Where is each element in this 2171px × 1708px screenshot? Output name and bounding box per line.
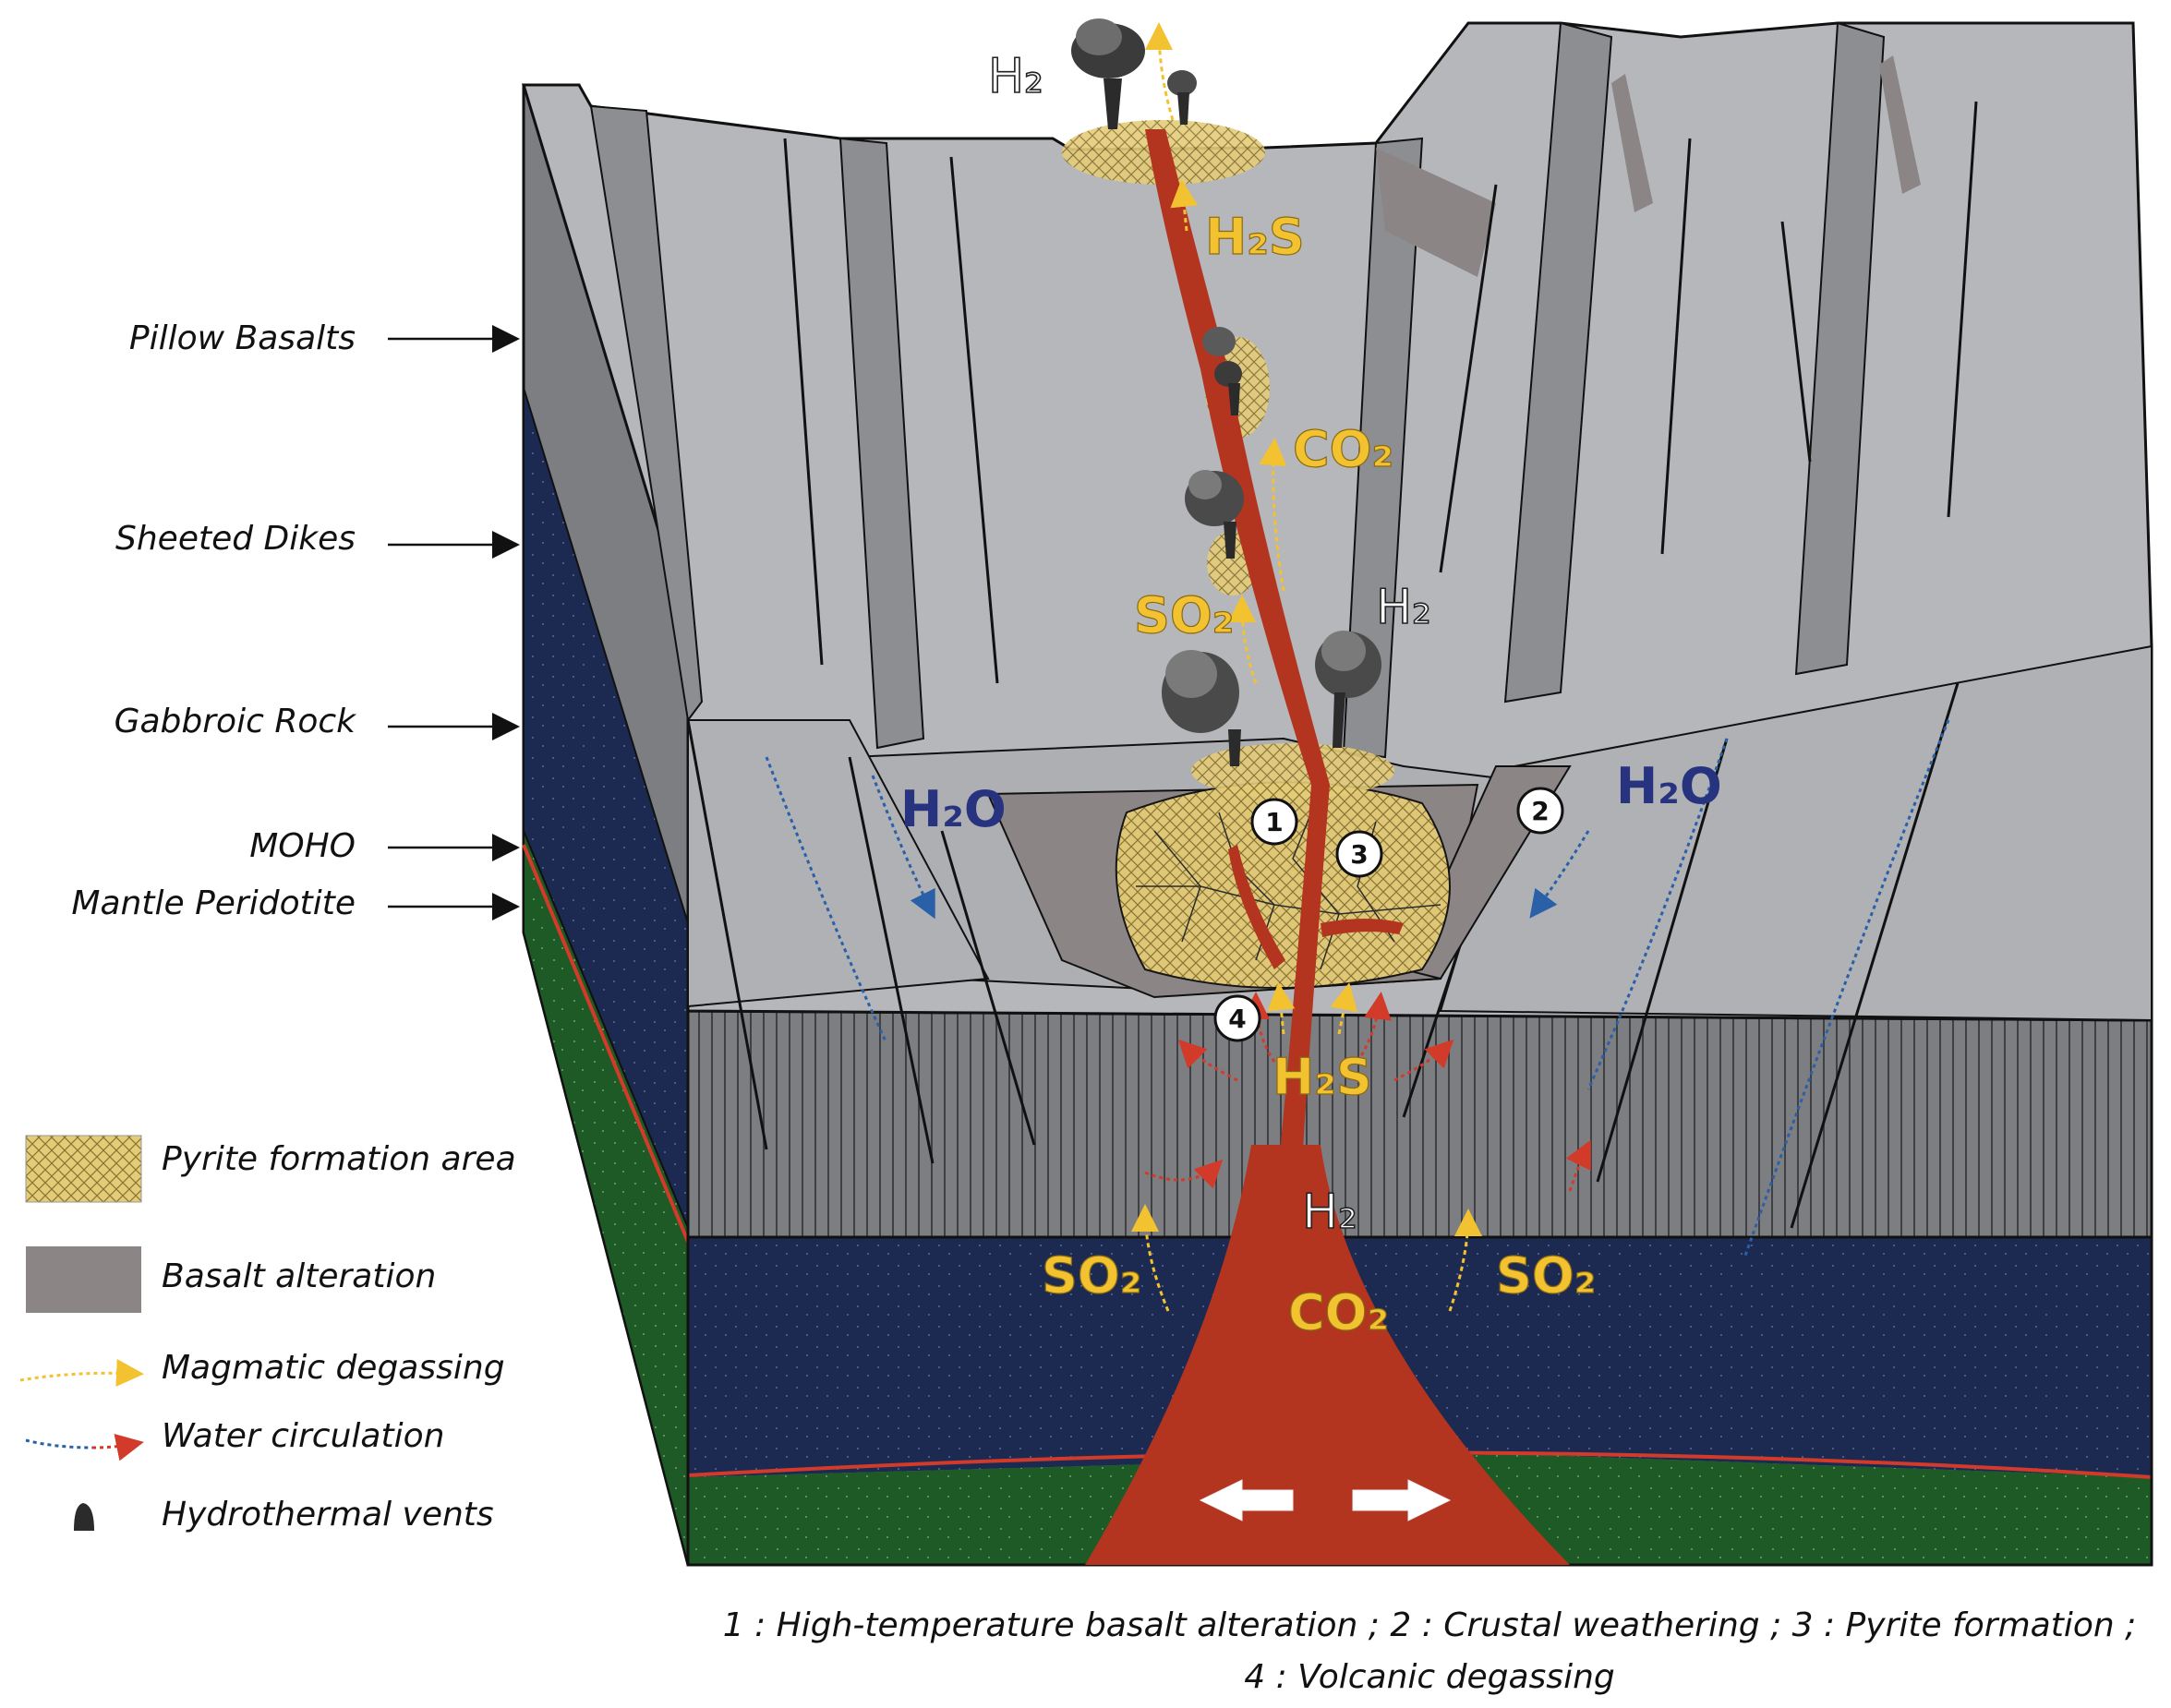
legend-swatch-water-blue xyxy=(25,1438,93,1449)
gas-label-h2s-upper: H₂S xyxy=(1205,208,1305,266)
caption-line-1: 1 : High-temperature basalt alteration ;… xyxy=(723,1606,2137,1644)
gas-label-so2-right: SO₂ xyxy=(1496,1246,1596,1305)
marker-4: 4 xyxy=(1213,994,1261,1042)
gas-labels: H₂ H₂S CO₂ SO₂ H₂ H₂O H₂O H₂S H₂ SO₂ CO₂… xyxy=(900,48,1722,1341)
water-return-arrows xyxy=(1144,992,1591,1192)
svg-text:2: 2 xyxy=(1531,796,1549,826)
legend-swatch-basalt-alteration xyxy=(26,1246,141,1313)
svg-text:1: 1 xyxy=(1265,807,1283,837)
hydrothermal-vents xyxy=(1071,18,1381,766)
gas-label-h2s-lower: H₂S xyxy=(1272,1048,1372,1106)
marker-2: 2 xyxy=(1516,787,1564,835)
water-circulation-arrows xyxy=(765,719,1950,1257)
label-mantle-peridotite: Mantle Peridotite xyxy=(71,884,356,922)
gabbro-front xyxy=(688,1237,2152,1477)
spreading-arrow-left xyxy=(1199,1479,1294,1522)
legend-swatch-magmatic-degassing xyxy=(19,1358,144,1387)
magma-conduit xyxy=(1085,129,1570,1565)
legend: Pyrite formation area Basalt alteration … xyxy=(19,1135,516,1534)
legend-label-magmatic-degassing: Magmatic degassing xyxy=(162,1349,505,1387)
gas-label-h2-lower: H₂ xyxy=(1302,1185,1357,1240)
marker-3: 3 xyxy=(1335,830,1383,878)
caption-line-2: 4 : Volcanic degassing xyxy=(1244,1658,1614,1696)
gas-label-h2o-left: H₂O xyxy=(900,780,1007,838)
legend-swatch-pyrite xyxy=(25,1135,142,1203)
numbered-markers: 1 2 3 4 xyxy=(1213,787,1564,1042)
vent-lower-left xyxy=(1162,650,1241,766)
label-sheeted-dikes: Sheeted Dikes xyxy=(115,520,356,558)
gas-label-co2-upper: CO₂ xyxy=(1293,420,1393,478)
legend-label-hydrothermal-vents: Hydrothermal vents xyxy=(162,1496,494,1534)
gas-label-so2-upper: SO₂ xyxy=(1134,586,1234,644)
magmatic-degassing-arrows xyxy=(1131,22,1482,1312)
layer-labels: Pillow Basalts Sheeted Dikes Gabbroic Ro… xyxy=(71,319,520,922)
gas-label-so2-left: SO₂ xyxy=(1042,1246,1141,1305)
moho-line-front xyxy=(687,1450,2153,1479)
basalt-top-surface xyxy=(521,21,2153,1229)
marker-1: 1 xyxy=(1250,798,1298,846)
label-gabbroic-rock: Gabbroic Rock xyxy=(115,703,358,740)
fault-lines xyxy=(686,101,1978,1229)
caption: 1 : High-temperature basalt alteration ;… xyxy=(723,1606,2137,1696)
vent-lower-right xyxy=(1315,631,1381,748)
legend-label-pyrite: Pyrite formation area xyxy=(162,1140,516,1178)
vent-mid-1 xyxy=(1202,327,1242,415)
vent-mid-2 xyxy=(1185,470,1244,559)
legend-swatch-water-red xyxy=(91,1433,144,1461)
gas-label-co2-lower: CO₂ xyxy=(1288,1283,1389,1341)
gas-label-h2-mid: H₂ xyxy=(1376,580,1431,635)
gas-label-h2-top: H₂ xyxy=(988,49,1043,104)
legend-swatch-hydrothermal-vent-icon xyxy=(74,1503,94,1531)
label-pillow-basalts: Pillow Basalts xyxy=(129,319,356,357)
svg-text:4: 4 xyxy=(1228,1004,1246,1034)
gas-label-h2o-right: H₂O xyxy=(1616,757,1722,815)
block-front-face xyxy=(686,1009,2153,1567)
moho-line-left xyxy=(522,844,690,1243)
legend-label-water-circulation: Water circulation xyxy=(162,1417,444,1455)
label-moho: MOHO xyxy=(249,827,356,865)
legend-label-basalt-alteration: Basalt alteration xyxy=(162,1257,436,1295)
spreading-arrow-right xyxy=(1352,1479,1452,1522)
svg-text:3: 3 xyxy=(1350,839,1368,870)
vent-top xyxy=(1071,18,1197,129)
